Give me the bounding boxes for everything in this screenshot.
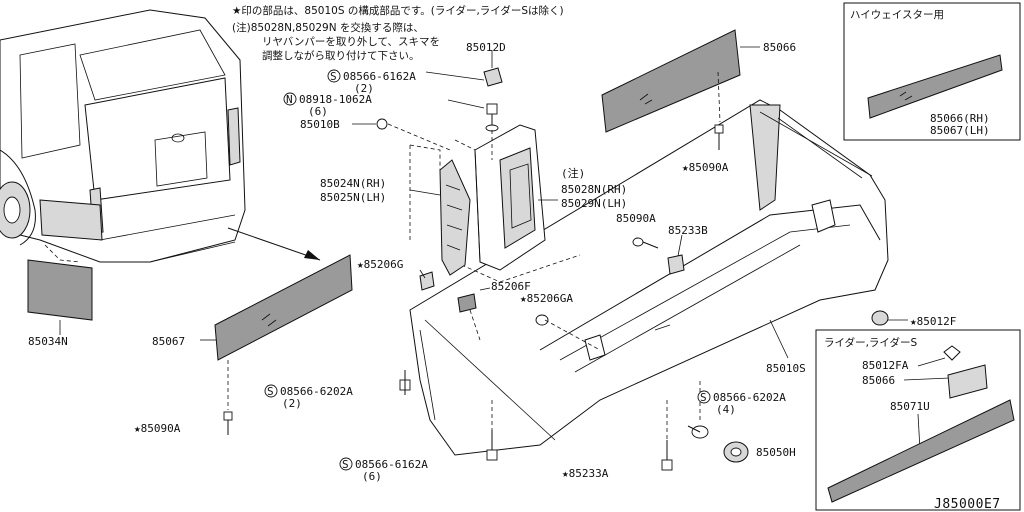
screw-85090a-center	[632, 237, 659, 249]
label-85206f: 85206F	[491, 280, 531, 293]
screw-85090a-bottom	[223, 411, 233, 435]
license-plate-part	[27, 244, 93, 335]
label-08918-1062a: 08918-1062A	[299, 93, 372, 106]
label-85024n-rh: 85024N(RH)	[320, 177, 386, 190]
label-85090a-center: 85090A	[616, 212, 656, 225]
inset-label-85066: 85066	[862, 374, 895, 387]
grommet-85050h	[723, 441, 749, 463]
inset-highway-star: ハイウェイスター用 85066(RH) 85067(LH)	[843, 2, 1021, 141]
grille-mesh	[827, 399, 1015, 503]
label-85025n-lh: 85025N(LH)	[320, 191, 386, 204]
label-85028n-rh: 85028N(RH)	[561, 183, 627, 196]
label-08566-6202a-left: 08566-6202A	[280, 385, 353, 398]
inset-label-85066-rh: 85066(RH)	[930, 112, 990, 125]
label-85029n-lh: 85029N(LH)	[561, 197, 627, 210]
screw-left-08566-6202a	[399, 370, 411, 395]
direction-arrow	[227, 227, 321, 261]
label-85012d: 85012D	[466, 41, 506, 54]
s-mark-symbol	[327, 69, 341, 83]
fastener-85012d	[483, 50, 503, 87]
label-85050h: 85050H	[756, 446, 796, 459]
qty-08918-1062a: (6)	[308, 105, 328, 118]
label-85233a: ★85233A	[562, 467, 609, 480]
s-mark-symbol	[264, 384, 278, 398]
leader-lines	[409, 71, 789, 430]
clip-85010b	[352, 118, 451, 151]
inset-label-85071u: 85071U	[890, 400, 930, 413]
label-85090a-bottom: ★85090A	[134, 422, 181, 435]
note-line-4: 調整しながら取り付けて下さい。	[262, 49, 420, 62]
protector-85067	[200, 254, 353, 410]
label-85090a-mid: ★85090A	[682, 161, 729, 174]
screw-85090a-mid	[714, 124, 724, 150]
inset-rider-title: ライダー,ライダーS	[824, 336, 917, 349]
label-85010s: 85010S	[766, 362, 806, 375]
s-mark-bottom: S	[342, 458, 349, 471]
clip-85206f	[457, 287, 491, 313]
inset-label-85012fa: 85012FA	[862, 359, 909, 372]
protector-85066	[601, 29, 760, 133]
screw-right-08566-6202a	[687, 425, 709, 439]
qty-08566-6202a-right: (4)	[716, 403, 736, 416]
inset-label-85067-lh: 85067(LH)	[930, 124, 990, 137]
label-note-mark: (注)	[561, 166, 585, 180]
clip-85012f	[871, 310, 908, 326]
note-line-2: (注)85028N,85029N を交換する際は、	[232, 21, 424, 34]
bracket-85024n	[409, 144, 471, 276]
inset-rider: ライダー,ライダーS 85012FA 85066 85071U	[815, 329, 1021, 511]
screw-bottom-08566-6162a	[486, 430, 498, 461]
diagram-code: J85000E7	[934, 497, 1001, 512]
label-85010b: 85010B	[300, 118, 340, 131]
clip-85206g	[419, 269, 435, 291]
s-mark-right: S	[700, 391, 707, 404]
label-08566-6162a-top: 08566-6162A	[343, 70, 416, 83]
rear-combination-lamp	[454, 124, 581, 283]
s-mark-symbol	[697, 390, 711, 404]
rear-bumper-85010s	[409, 99, 889, 456]
label-08566-6202a-right: 08566-6202A	[713, 391, 786, 404]
label-85066: 85066	[763, 41, 796, 54]
s-mark-top: S	[330, 70, 337, 83]
screw-top-08566-6162a	[485, 103, 499, 132]
label-85206ga: ★85206GA	[520, 292, 573, 305]
note-line-1: ★印の部品は、85010S の構成部品です。(ライダー,ライダーSは除く)	[232, 4, 564, 17]
n-mark: N	[286, 93, 293, 106]
label-85233b: 85233B	[668, 224, 708, 237]
screw-85233a	[661, 400, 673, 471]
note-line-3: リヤバンパーを取り外して、スキマを	[262, 36, 440, 48]
qty-08566-6162a-top: (2)	[354, 82, 374, 95]
clip-85233b	[667, 234, 685, 275]
qty-08566-6202a-left: (2)	[282, 397, 302, 410]
s-mark-left: S	[267, 385, 274, 398]
n-mark-symbol	[283, 92, 297, 106]
label-85206g: ★85206G	[357, 258, 403, 271]
label-85034n: 85034N	[28, 335, 68, 348]
inset-highway-star-title: ハイウェイスター用	[850, 9, 944, 21]
label-85067: 85067	[152, 335, 185, 348]
vehicle-rear-view	[0, 9, 246, 263]
label-85012f: ★85012F	[910, 315, 956, 328]
label-08566-6162a-bottom: 08566-6162A	[355, 458, 428, 471]
s-mark-symbol	[339, 457, 353, 471]
clip-85206ga	[535, 314, 549, 326]
qty-08566-6162a-bottom: (6)	[362, 470, 382, 483]
